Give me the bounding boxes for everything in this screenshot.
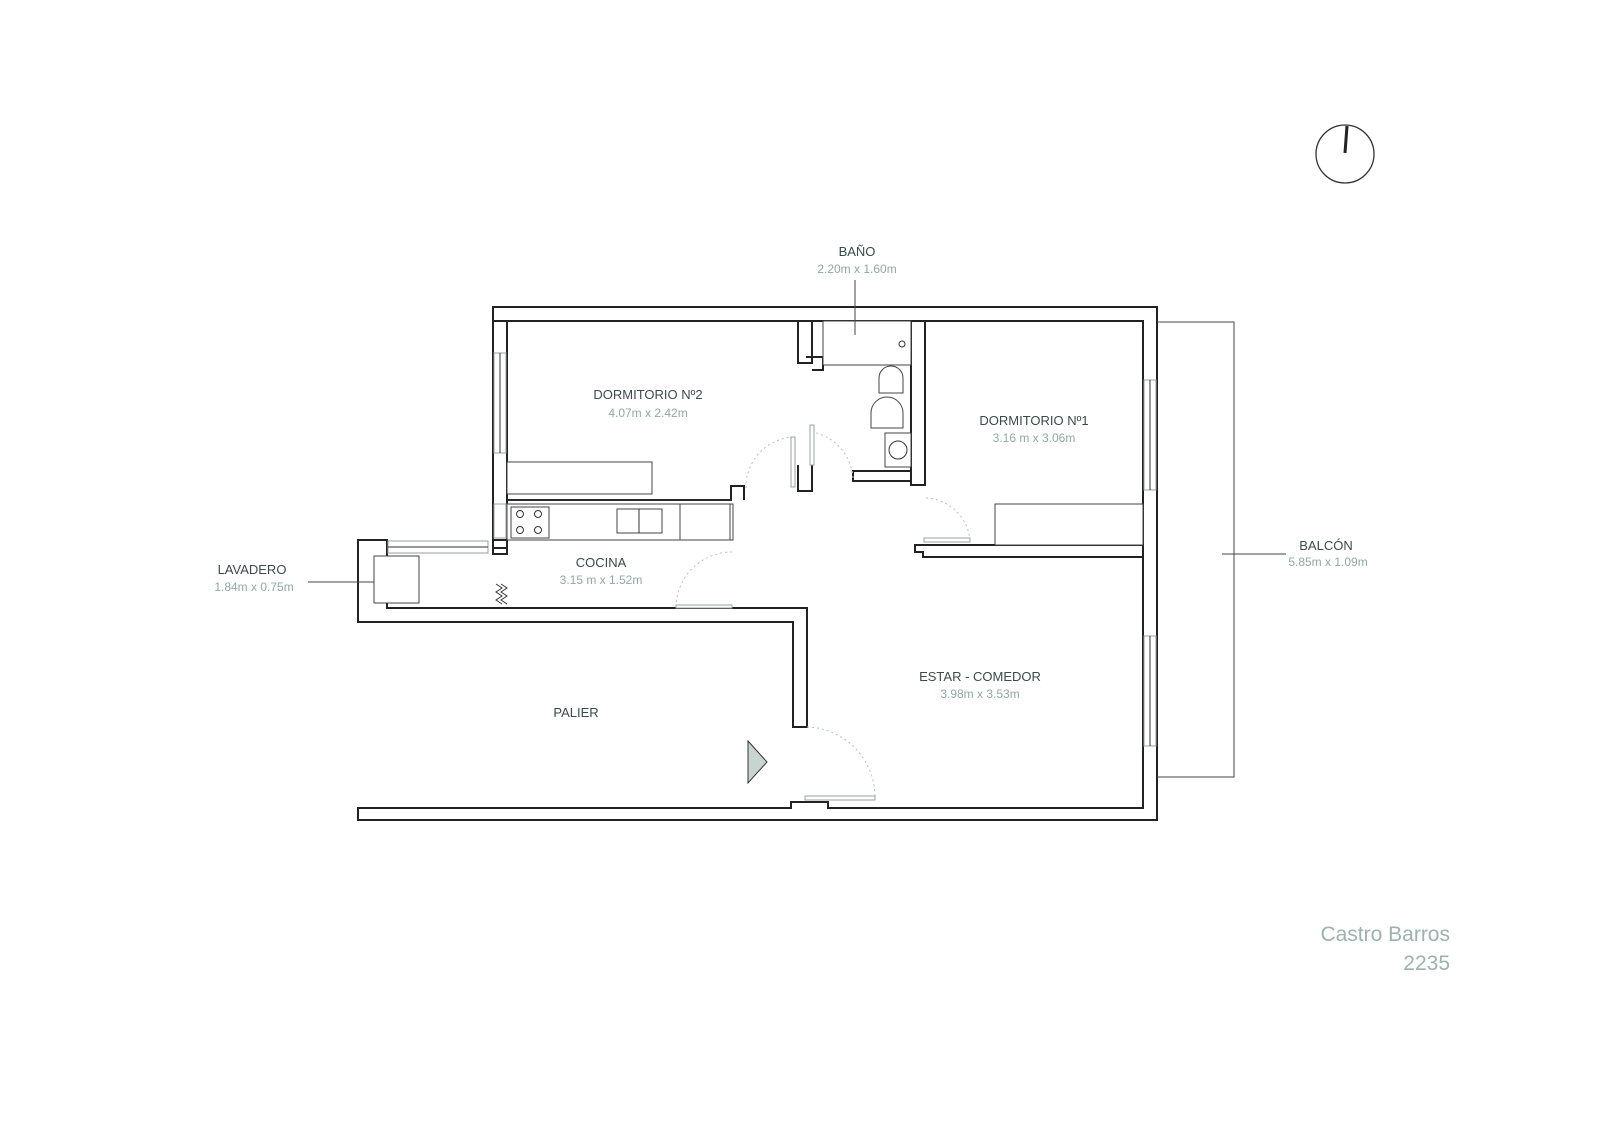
washing-machine (373, 555, 420, 604)
balcony-outline (1157, 321, 1235, 778)
dormitorio1-bottom-wall (914, 544, 1144, 558)
door-dormitorio2 (745, 436, 796, 489)
toilet (870, 396, 904, 429)
door-entrada (806, 726, 876, 798)
windows (387, 352, 1157, 747)
cocina-label: COCINA (576, 555, 627, 570)
dormitorio1-left-wall (910, 321, 926, 486)
palier-label: PALIER (553, 705, 598, 720)
stove-icon (510, 506, 550, 539)
entry-arrow-icon (747, 739, 768, 785)
wardrobe-dormitorio2 (506, 461, 653, 495)
dormitorio2-left-wall (492, 307, 508, 549)
balcon-dims: 5.85m x 1.09m (1288, 555, 1367, 569)
address-number: 2235 (1403, 952, 1450, 975)
balcony (1157, 321, 1286, 778)
lavadero-label: LAVADERO (218, 562, 287, 577)
dormitorio2-right-wall (797, 321, 813, 364)
wardrobe-dormitorio1 (994, 503, 1144, 546)
dormitorio1-label: DORMITORIO Nº1 (979, 413, 1088, 428)
outer-wall (357, 306, 1158, 821)
bano-dims: 2.20m x 1.60m (817, 262, 896, 276)
walls (357, 306, 1158, 821)
estar-dims: 3.98m x 3.53m (940, 687, 1019, 701)
fridge (679, 503, 731, 541)
door-bano (811, 431, 854, 479)
doors (675, 424, 971, 801)
door-dormitorio1 (925, 497, 971, 543)
cocina-dims: 3.15 m x 1.52m (560, 573, 643, 587)
address-street: Castro Barros (1320, 923, 1450, 946)
north-arrow-icon (1315, 124, 1375, 184)
dormitorio2-dims: 4.07m x 2.42m (608, 406, 687, 420)
door-cocina (675, 551, 733, 607)
shower (822, 320, 912, 366)
heater-icon (495, 583, 503, 605)
bano-label: BAÑO (839, 244, 876, 259)
dormitorio2-label: DORMITORIO Nº2 (593, 387, 702, 402)
fixtures (373, 307, 1144, 605)
estar-label: ESTAR - COMEDOR (919, 669, 1041, 684)
dormitorio1-dims: 3.16 m x 3.06m (993, 431, 1076, 445)
balcon-label: BALCÓN (1299, 538, 1352, 553)
lavadero-dims: 1.84m x 0.75m (214, 580, 293, 594)
bidet (878, 365, 904, 394)
